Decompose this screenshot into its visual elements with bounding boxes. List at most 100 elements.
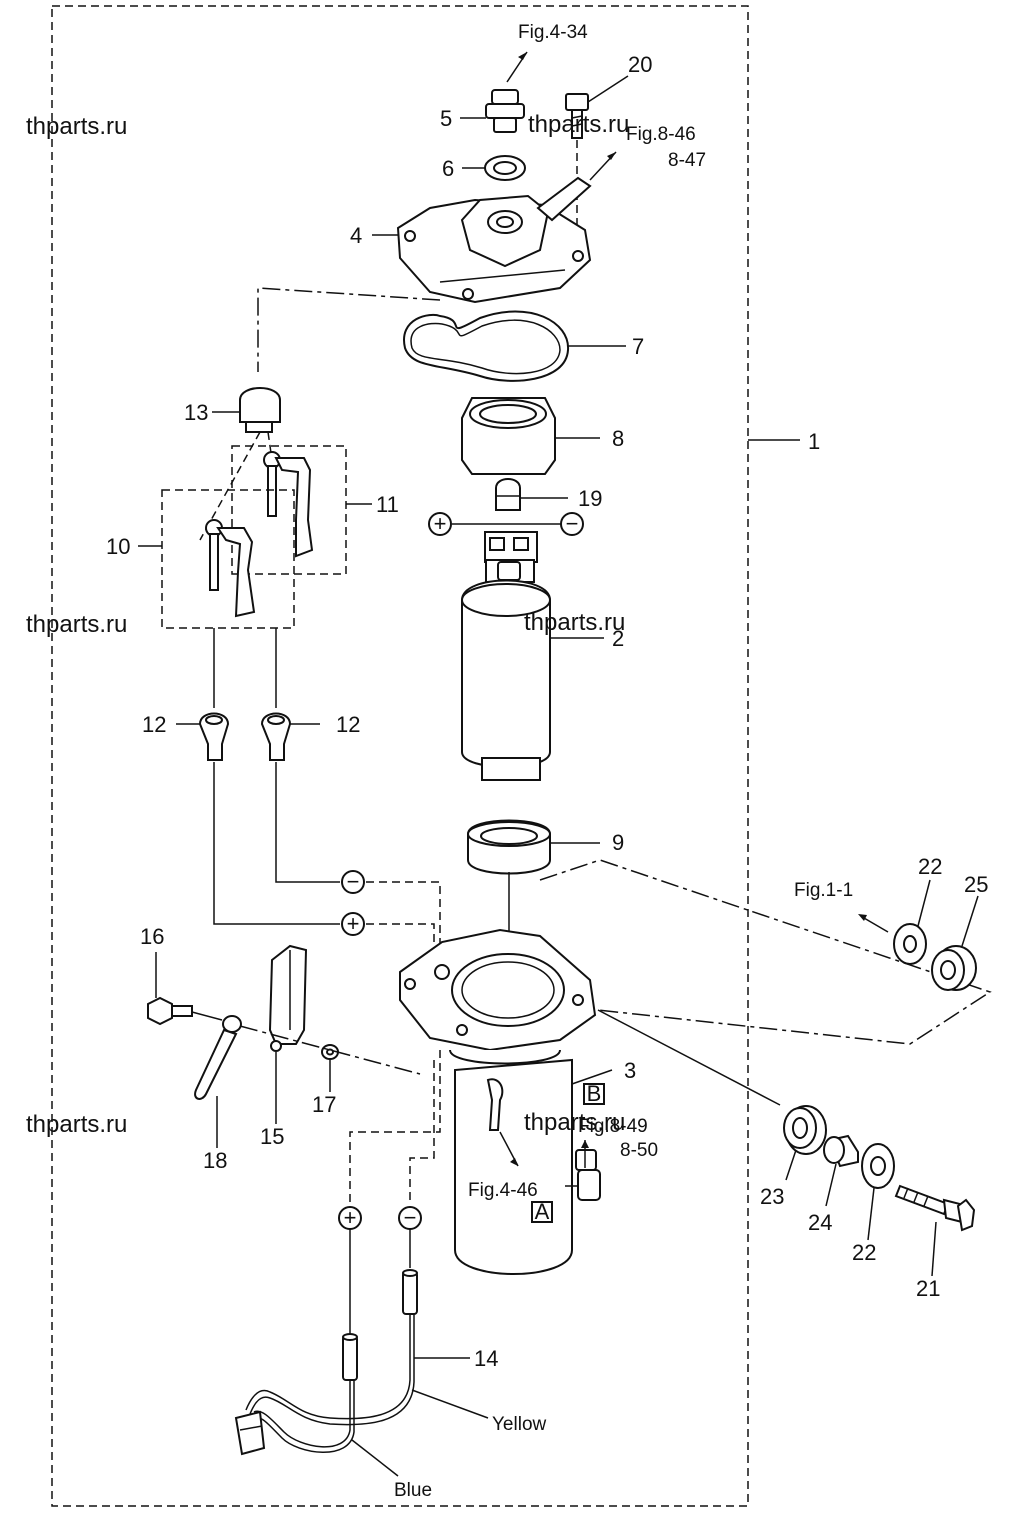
link-grommet-chain	[539, 859, 992, 1045]
part-15-clamp	[268, 944, 308, 1052]
part-4-cover	[396, 176, 592, 304]
arrowhead	[518, 52, 527, 60]
part-12-connector-left	[198, 712, 230, 761]
label-part-15: 15	[260, 1124, 284, 1149]
minus-symbol-top	[560, 512, 584, 536]
part-5-union	[485, 89, 525, 133]
label-part-18: 18	[203, 1148, 227, 1173]
label-part-20: 20	[628, 52, 652, 77]
plus-symbol-top	[428, 512, 452, 536]
link-mount-line	[597, 1009, 781, 1106]
ref-fig-8-46: Fig.8-46	[626, 124, 696, 145]
part-7-o-ring-inner	[410, 319, 561, 375]
wire-minus-upper	[275, 762, 340, 883]
label-part-13: 13	[184, 400, 208, 425]
part-6-washer	[484, 155, 526, 181]
leader-3	[571, 1069, 613, 1085]
label-part-7: 7	[632, 334, 644, 359]
part-23-grommet	[783, 1105, 827, 1155]
label-part-11: 11	[376, 492, 399, 517]
ref-fig-8-50: 8-50	[620, 1140, 658, 1161]
minus-symbol-mid	[341, 870, 365, 894]
plus-label-top: +	[434, 511, 447, 536]
watermark: thparts.ru	[524, 1109, 625, 1136]
wire-minus-upper-dash	[366, 881, 441, 945]
part-13-cap	[239, 387, 281, 433]
label-part-12-left: 12	[142, 712, 166, 737]
arrowhead	[858, 914, 867, 921]
part-24-collar	[823, 1134, 859, 1168]
link-line-cover	[257, 287, 441, 372]
leader-21	[931, 1221, 937, 1277]
marker-a-box	[531, 1201, 553, 1223]
label-part-3: 3	[624, 1058, 636, 1083]
part-3-pump-housing	[399, 928, 601, 1275]
marker-b-box	[583, 1083, 605, 1105]
part-12-connector-right	[260, 712, 292, 761]
watermark: thparts.ru	[528, 111, 629, 138]
part-10-terminal	[205, 519, 256, 618]
ref-fig-8-47: 8-47	[668, 150, 706, 171]
part-9-seal	[467, 819, 551, 875]
arrowhead	[510, 1158, 518, 1166]
label-part-23: 23	[760, 1184, 784, 1209]
label-part-22-upper: 22	[918, 854, 942, 879]
leader-blue	[351, 1439, 399, 1477]
label-part-1: 1	[808, 429, 820, 454]
label-part-14: 14	[474, 1346, 498, 1371]
plus-symbol-mid	[341, 912, 365, 936]
ref-arrow-fig-1-1	[863, 917, 889, 933]
ref-fig-1-1: Fig.1-1	[794, 880, 853, 901]
label-part-22-lower: 22	[852, 1240, 876, 1265]
label-part-17: 17	[312, 1092, 336, 1117]
label-part-24: 24	[808, 1210, 832, 1235]
watermark: thparts.ru	[26, 611, 127, 638]
label-part-16: 16	[140, 924, 164, 949]
wire-plus-lower-dash	[349, 1050, 441, 1204]
label-part-4: 4	[350, 223, 362, 248]
link-13-10	[199, 431, 261, 541]
wire-plus-upper	[213, 762, 340, 925]
minus-label-mid: −	[347, 869, 360, 894]
wire-color-yellow: Yellow	[492, 1414, 547, 1435]
label-part-8: 8	[612, 426, 624, 451]
minus-label-top: −	[566, 511, 579, 536]
part-11-terminal	[263, 451, 314, 558]
wire-minus-lower-dash	[409, 1060, 435, 1204]
part-21-bolt	[894, 1184, 976, 1232]
label-part-25: 25	[964, 872, 988, 897]
leader-22b	[867, 1187, 875, 1241]
leader-yellow	[411, 1389, 489, 1419]
plus-label-mid: +	[347, 911, 360, 936]
part-18-ground-strap	[194, 1015, 242, 1100]
part-25-grommet	[931, 945, 977, 991]
link-13-11	[267, 431, 273, 461]
watermark: thparts.ru	[26, 1111, 127, 1138]
ref-fig-8-49: Fig.8-49	[578, 1116, 648, 1137]
leader-25	[961, 895, 979, 947]
label-part-12-right: 12	[336, 712, 360, 737]
watermark: thparts.ru	[26, 113, 127, 140]
part-8-ring-nut	[461, 397, 556, 475]
plus-label-bottom: +	[344, 1205, 357, 1230]
centerline-16	[191, 1011, 223, 1021]
part-11-group	[231, 445, 347, 575]
part-16-bolt	[147, 996, 193, 1026]
wire-color-blue: Blue	[394, 1480, 432, 1501]
marker-b: B	[587, 1081, 602, 1106]
part-10-group	[161, 489, 295, 629]
leader-23	[785, 1149, 797, 1181]
arrowhead	[607, 152, 616, 160]
part-2-fuel-pump	[461, 531, 551, 781]
leader-22a	[917, 879, 931, 927]
label-part-19: 19	[578, 486, 602, 511]
part-22-washer-upper	[893, 923, 927, 965]
leader-24	[825, 1163, 837, 1207]
label-part-21: 21	[916, 1276, 940, 1301]
part-14-wire-harness	[234, 1269, 418, 1456]
marker-a: A	[535, 1199, 550, 1224]
ref-fig-4-34: Fig.4-34	[518, 22, 588, 43]
leader-20	[587, 75, 629, 103]
